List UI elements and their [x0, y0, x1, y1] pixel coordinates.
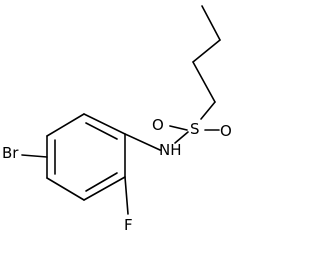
bond-ring-to-nitrogen	[124, 133, 161, 151]
atom-label-fluorine: F	[124, 216, 133, 234]
benzene-ring	[46, 113, 126, 201]
atom-label-oxygen-right: O	[220, 122, 232, 140]
structure-diagram: Br F NH S O O	[2, 5, 232, 234]
ring-double-bond-bottom	[85, 172, 118, 192]
atom-label-nh: NH	[159, 141, 182, 159]
ring-double-bond-top	[85, 122, 118, 140]
bond-nitrogen-to-sulfur	[174, 131, 189, 144]
ring-bond-bottom-left	[46, 177, 85, 201]
ring-bond-top-left	[46, 113, 85, 137]
atom-label-sulfur: S	[190, 120, 200, 138]
chain-bond-3	[192, 39, 221, 63]
ring-bond-top-right	[83, 113, 126, 135]
atom-label-oxygen-left: O	[152, 116, 164, 134]
bond-sulfur-to-oxygen-left	[169, 125, 188, 131]
atom-label-bromine: Br	[2, 144, 19, 162]
chain-bond-2	[192, 61, 216, 103]
bond-ring-to-fluorine	[124, 176, 129, 215]
chain-bond-1	[200, 101, 216, 120]
chain-bond-4	[201, 5, 221, 41]
bond-ring-to-bromine	[21, 154, 48, 158]
ring-bond-bottom-right	[83, 176, 126, 201]
molecule-svg: Br F NH S O O	[2, 5, 232, 234]
